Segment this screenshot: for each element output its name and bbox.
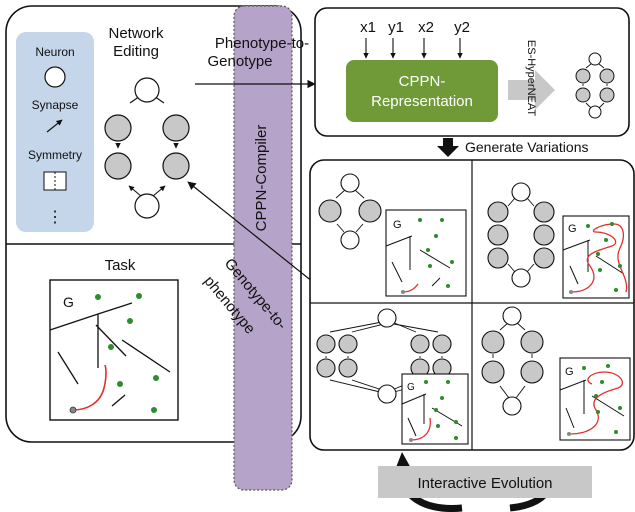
task-maze: G xyxy=(49,279,179,421)
neuron-label: Neuron xyxy=(35,45,74,59)
symmetry-label: Symmetry xyxy=(28,148,82,162)
variant-1[interactable]: G xyxy=(318,173,467,297)
synapse-icon[interactable] xyxy=(46,119,63,133)
input-y2: y2 xyxy=(454,19,470,36)
cppn-compiler-bar: CPPN-Compiler xyxy=(233,5,293,491)
output-network xyxy=(575,52,615,119)
task-title: Task xyxy=(105,257,136,274)
goal-label: G xyxy=(63,294,74,310)
input-x1: x1 xyxy=(360,19,376,36)
input-neuron[interactable] xyxy=(134,193,160,219)
variations-grid: G G xyxy=(309,159,635,451)
hidden-neuron[interactable] xyxy=(162,114,190,142)
synapse-label: Synapse xyxy=(32,98,79,112)
cppn-representation-box[interactable] xyxy=(346,60,498,122)
more-items-icon: ⋮ xyxy=(47,209,63,226)
interactive-evolution-loop: Interactive Evolution xyxy=(378,452,592,512)
phenotype-to-genotype-line2: Genotype xyxy=(207,53,272,70)
hidden-neuron[interactable] xyxy=(104,114,132,142)
neuron-icon[interactable] xyxy=(44,66,66,88)
network-editing-title-line2: Editing xyxy=(113,43,159,60)
component-palette[interactable]: Neuron Synapse Symmetry ⋮ xyxy=(16,32,94,232)
hidden-neuron[interactable] xyxy=(162,152,190,180)
variant-3[interactable]: G xyxy=(316,308,469,445)
variant-2[interactable]: G xyxy=(487,182,630,299)
goal-label: G xyxy=(568,223,577,235)
es-hyperneat-arrow xyxy=(508,70,555,110)
phenotype-to-genotype-arrow: Phenotype-to- Genotype xyxy=(195,35,316,89)
variant-4[interactable]: G xyxy=(481,306,631,441)
left-panel: Neuron Synapse Symmetry ⋮ Network Editin… xyxy=(5,5,302,443)
goal-label: G xyxy=(407,382,415,393)
es-hyperneat-label: ES-HyperNEAT xyxy=(525,40,537,116)
interactive-evolution-button[interactable] xyxy=(378,466,592,498)
phenotype-to-genotype-line1: Phenotype-to- xyxy=(215,35,309,52)
network-editing-title-line1: Network xyxy=(108,25,164,42)
generate-variations-label: Generate Variations xyxy=(465,139,588,155)
generate-variations-arrow: Generate Variations xyxy=(437,138,588,157)
cppn-representation-line1: CPPN- xyxy=(399,73,446,90)
cppn-representation-line2: Representation xyxy=(371,93,473,110)
goal-label: G xyxy=(565,366,574,378)
interactive-evolution-label: Interactive Evolution xyxy=(417,475,552,492)
input-x2: x2 xyxy=(418,19,434,36)
symmetry-icon[interactable] xyxy=(43,171,67,191)
goal-label: G xyxy=(393,219,402,231)
hidden-neuron[interactable] xyxy=(104,152,132,180)
output-neuron[interactable] xyxy=(134,77,160,103)
cppn-box: x1 y1 x2 y2 CPPN- Representation ES-Hype… xyxy=(314,7,630,137)
editable-network[interactable] xyxy=(104,77,190,219)
input-y1: y1 xyxy=(388,19,404,36)
compiler-label: CPPN-Compiler xyxy=(253,125,270,232)
